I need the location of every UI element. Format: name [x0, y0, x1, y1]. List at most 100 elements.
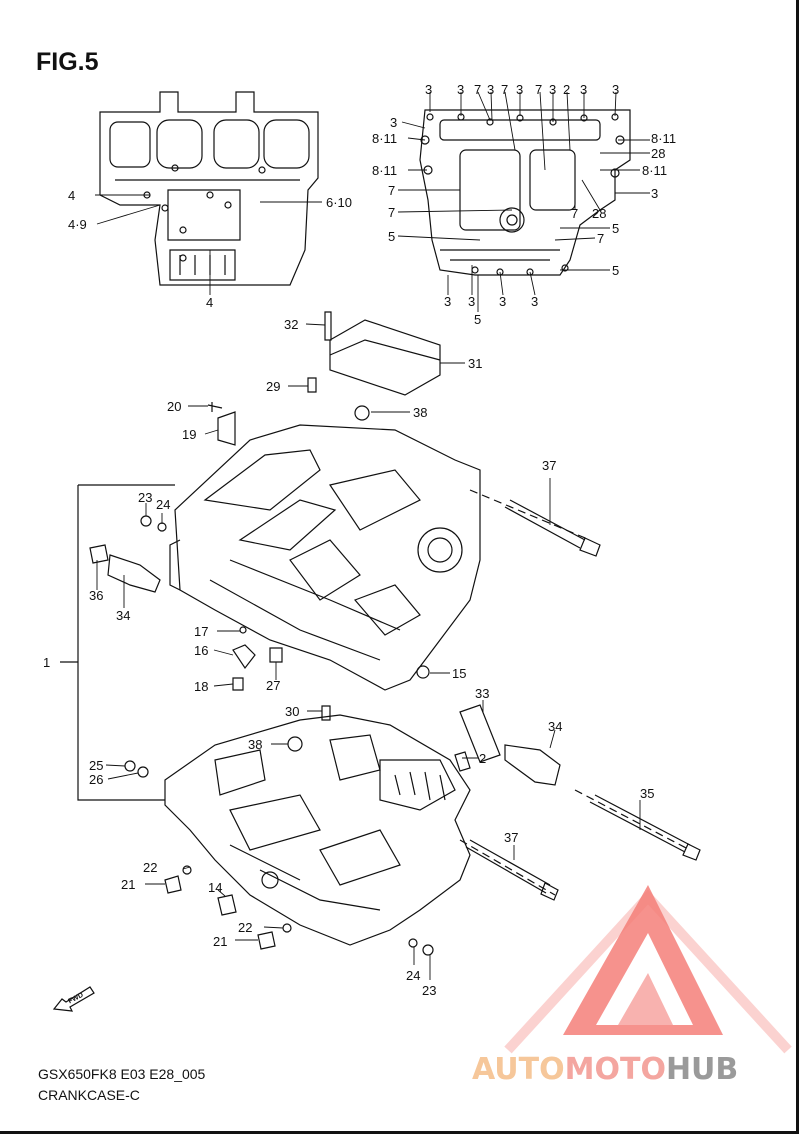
bolt-37-head: [579, 537, 601, 557]
callout: 14: [208, 880, 222, 895]
bolt-37-upper: [504, 499, 586, 549]
callout: 4: [68, 188, 75, 203]
watermark-auto: AUTO: [472, 1052, 565, 1087]
upper-crankcase-view: [99, 91, 319, 286]
callout: 7: [535, 82, 542, 97]
washer-26: [137, 766, 149, 778]
bolt-35-axis: [574, 789, 691, 851]
callout: 32: [284, 317, 298, 332]
callout: 24: [406, 968, 420, 983]
callout: 8·11: [642, 163, 667, 178]
oring-17: [239, 626, 247, 634]
breather-cover-edge: [329, 339, 441, 361]
callout: 16: [194, 643, 208, 658]
callout: 18: [194, 679, 208, 694]
callout: 8·11: [651, 131, 676, 146]
callout: 7: [571, 206, 578, 221]
bolt-18: [232, 677, 244, 691]
line-art: [60, 91, 701, 956]
callout: 35: [640, 786, 654, 801]
leader-lines: [95, 91, 650, 980]
callout: 8·11: [372, 163, 397, 178]
callout: 15: [452, 666, 466, 681]
callout: 27: [266, 678, 280, 693]
washer-24-upper: [157, 522, 167, 532]
callout: 21: [213, 934, 227, 949]
callout: 7: [597, 231, 604, 246]
sensor-34-left: [107, 554, 161, 593]
watermark-text: AUTOMOTOHUB: [472, 1052, 738, 1087]
callout: 7: [388, 205, 395, 220]
callout: 1: [43, 655, 50, 670]
model-code: GSX650FK8 E03 E28_005: [38, 1066, 206, 1082]
washer-22-a: [182, 865, 192, 875]
plug-38-lower: [287, 736, 303, 752]
plate-19: [217, 411, 236, 446]
callout: 3: [425, 82, 432, 97]
bracket-16: [232, 644, 256, 670]
sensor-34-right: [504, 744, 561, 786]
callout: 30: [285, 704, 299, 719]
callout: 3: [487, 82, 494, 97]
automotohub-logo-icon: [504, 885, 792, 1054]
callout: 7: [474, 82, 481, 97]
washer-22-b: [282, 923, 292, 933]
callout: 22: [143, 860, 157, 875]
callout: 24: [156, 497, 170, 512]
callout: 23: [138, 490, 152, 505]
callout: 3: [651, 186, 658, 201]
callout: 25: [89, 758, 103, 773]
bolt-23-upper: [140, 515, 152, 527]
callout: 5: [474, 312, 481, 327]
bolt-37-lower: [465, 839, 551, 894]
callout: 3: [549, 82, 556, 97]
callout: 3: [612, 82, 619, 97]
bolt-23-lower: [422, 944, 434, 956]
bolt-21-b: [257, 931, 276, 950]
callout: 3: [444, 294, 451, 309]
callout: 3: [390, 115, 397, 130]
callout: 37: [542, 458, 556, 473]
plug-29: [307, 377, 317, 393]
part-1-bracket: [60, 484, 175, 801]
bolt-20: [207, 402, 223, 412]
callout: 3: [531, 294, 538, 309]
callout: 5: [388, 229, 395, 244]
watermark-hub: HUB: [665, 1052, 739, 1087]
callout: 6·10: [326, 195, 352, 210]
callout: 2: [479, 751, 486, 766]
callout: 23: [422, 983, 436, 998]
callout: 4: [206, 295, 213, 310]
callout: 3: [468, 294, 475, 309]
figure-title: FIG.5: [36, 48, 99, 76]
watermark-moto: MOTO: [564, 1052, 666, 1087]
callout: 4·9: [68, 217, 87, 232]
nozzle-27: [269, 647, 283, 663]
plug-30: [321, 705, 331, 721]
upper-crankcase-main: [169, 424, 481, 691]
bolt-21-a: [164, 875, 182, 894]
lower-crankcase-view: [419, 109, 631, 276]
callout: 3: [457, 82, 464, 97]
bolt-37-lower-head: [540, 882, 559, 901]
callout: 31: [468, 356, 482, 371]
callout: 2: [563, 82, 570, 97]
callout: 34: [548, 719, 562, 734]
plug-14: [217, 894, 237, 916]
callout: 34: [116, 608, 130, 623]
callout: 21: [121, 877, 135, 892]
callout: 20: [167, 399, 181, 414]
callout: 7: [388, 183, 395, 198]
callout: 26: [89, 772, 103, 787]
callout: 38: [413, 405, 427, 420]
callout: 37: [504, 830, 518, 845]
callout: 29: [266, 379, 280, 394]
callout: 19: [182, 427, 196, 442]
dowel-2: [454, 751, 471, 772]
bolt-35: [589, 794, 691, 853]
dowel-33: [459, 704, 501, 763]
callouts: 3 3 7 3 7 3 7 3 2 3 3 3 8·11 8·11 7 7 5 …: [43, 82, 676, 998]
callout: 5: [612, 221, 619, 236]
